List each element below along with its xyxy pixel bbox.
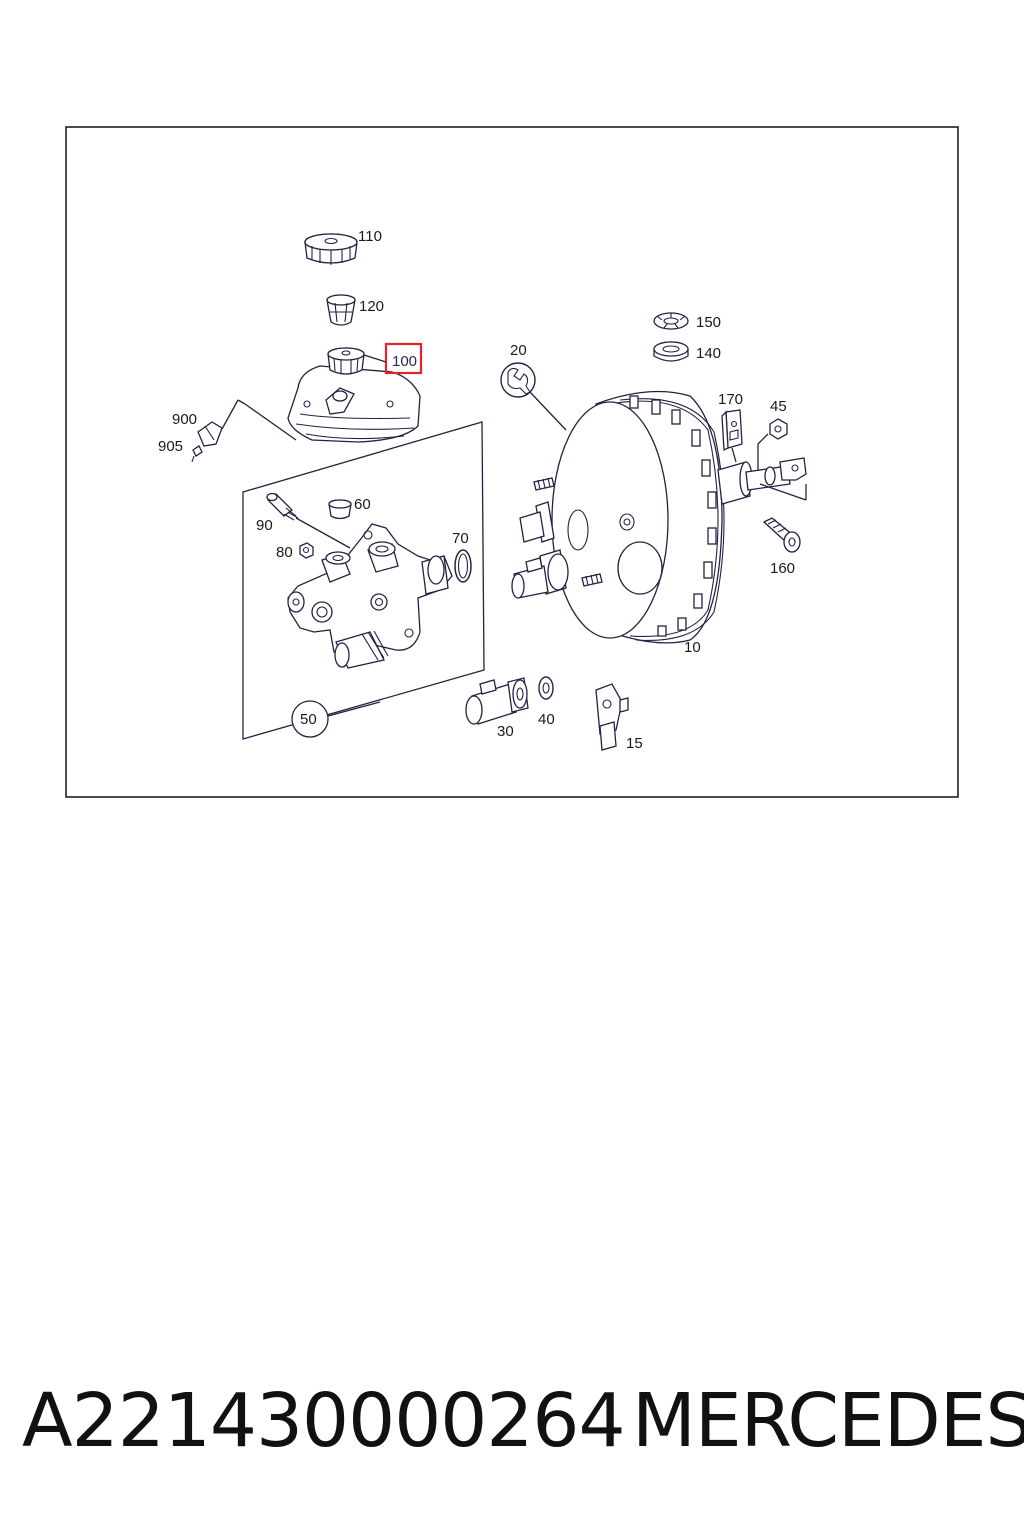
- part-number-caption: A221430000264: [22, 1378, 626, 1464]
- part-10-brake-booster[interactable]: [511, 390, 807, 644]
- part-120-strainer[interactable]: [326, 294, 356, 326]
- part-150-clip[interactable]: [653, 312, 689, 330]
- part-905-plug[interactable]: [191, 445, 203, 463]
- part-15-sensor[interactable]: [595, 683, 629, 751]
- label-50: 50: [300, 711, 317, 728]
- part-45-nut[interactable]: [769, 418, 788, 440]
- label-50-circle[interactable]: 50: [291, 700, 329, 738]
- group-50-master-cylinder-frame: [242, 421, 485, 740]
- label-160: 160: [770, 560, 795, 577]
- label-90: 90: [256, 517, 273, 534]
- part-900-level-sensor[interactable]: [197, 399, 297, 447]
- part-170-bracket[interactable]: [721, 409, 743, 463]
- label-10: 10: [684, 639, 701, 656]
- label-15: 15: [626, 735, 643, 752]
- label-150: 150: [696, 314, 721, 331]
- part-60-grommet[interactable]: [328, 499, 352, 520]
- label-30: 30: [497, 723, 514, 740]
- part-90-pin[interactable]: [266, 492, 351, 549]
- part-30-check-valve[interactable]: [465, 677, 529, 725]
- label-100: 100: [392, 353, 417, 370]
- part-70-oring[interactable]: [454, 549, 472, 583]
- label-60: 60: [354, 496, 371, 513]
- label-900: 900: [172, 411, 197, 428]
- label-110: 110: [358, 228, 382, 245]
- part-100-reservoir[interactable]: [287, 347, 421, 443]
- part-160-bolt[interactable]: [762, 517, 801, 553]
- highlight-box-100[interactable]: [384, 342, 423, 375]
- label-20: 20: [510, 342, 527, 359]
- part-140-seal[interactable]: [653, 341, 689, 362]
- label-40: 40: [538, 711, 555, 728]
- label-70: 70: [452, 530, 469, 547]
- label-80: 80: [276, 544, 293, 561]
- label-905: 905: [158, 438, 183, 455]
- label-120: 120: [359, 298, 384, 315]
- part-80-nut[interactable]: [299, 542, 314, 559]
- label-45: 45: [770, 398, 787, 415]
- part-40-washer[interactable]: [538, 676, 554, 700]
- parts-diagram: 110 120 100: [65, 126, 959, 798]
- label-170: 170: [718, 391, 743, 408]
- part-110-cap[interactable]: [304, 233, 358, 265]
- part-50-master-cylinder[interactable]: [287, 523, 453, 669]
- part-20-wrench-symbol[interactable]: [500, 362, 567, 431]
- label-140: 140: [696, 345, 721, 362]
- diagram-frame: [65, 126, 959, 798]
- brand-caption: MERCEDES: [632, 1378, 1024, 1464]
